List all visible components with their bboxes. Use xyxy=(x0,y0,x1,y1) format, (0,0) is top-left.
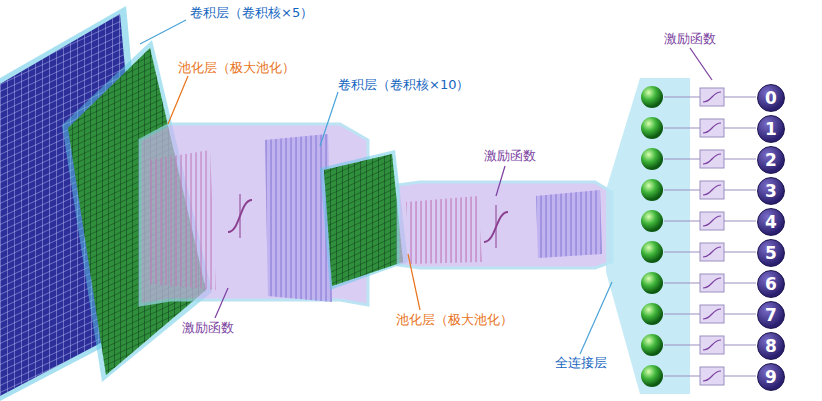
neuron xyxy=(641,241,663,263)
output-circle: 6 xyxy=(757,270,785,298)
activation-box xyxy=(700,243,724,261)
output-circle: 7 xyxy=(757,301,785,329)
neuron xyxy=(641,86,663,108)
sigmoid-symbol xyxy=(703,340,721,350)
activation-label: 激励函数 xyxy=(664,31,716,47)
neuron xyxy=(641,303,663,325)
sigmoid-symbol xyxy=(703,185,721,195)
activation-box xyxy=(700,181,724,199)
activation-box xyxy=(700,88,724,106)
sigmoid-symbol xyxy=(703,92,721,102)
output-digit: 4 xyxy=(765,212,777,232)
output-circle: 2 xyxy=(757,146,785,174)
layer-label: 池化层（极大池化） xyxy=(178,60,295,76)
activation-box xyxy=(700,150,724,168)
neuron xyxy=(641,272,663,294)
sigmoid-symbol xyxy=(703,371,721,381)
neuron xyxy=(641,117,663,139)
output-digit: 8 xyxy=(765,336,777,356)
output-circle: 1 xyxy=(757,115,785,143)
activation-box xyxy=(700,336,724,354)
output-circle: 3 xyxy=(757,177,785,205)
neuron xyxy=(641,334,663,356)
sigmoid-symbol xyxy=(703,309,721,319)
sigmoid-symbol xyxy=(703,154,721,164)
neuron xyxy=(641,148,663,170)
output-digit: 5 xyxy=(765,243,777,263)
activation-label: 激励函数 xyxy=(182,320,234,336)
output-digit: 7 xyxy=(765,305,777,325)
output-digit: 0 xyxy=(765,88,777,108)
sigmoid-symbol xyxy=(703,123,721,133)
neuron xyxy=(641,179,663,201)
sigmoid-symbol xyxy=(703,247,721,257)
activation-label: 激励函数 xyxy=(484,148,536,164)
neuron xyxy=(641,210,663,232)
output-digit: 2 xyxy=(765,150,777,170)
neuron xyxy=(641,365,663,387)
layer-label: 全连接层 xyxy=(555,355,607,371)
output-digit: 1 xyxy=(765,119,777,139)
layer-label: 池化层（极大池化） xyxy=(396,312,513,328)
activation-box xyxy=(700,367,724,385)
activation-box xyxy=(700,274,724,292)
sigmoid-symbol xyxy=(703,278,721,288)
output-digit: 9 xyxy=(765,367,777,387)
activation-box xyxy=(700,305,724,323)
output-circle: 4 xyxy=(757,208,785,236)
output-circle: 8 xyxy=(757,332,785,360)
activation-box xyxy=(700,212,724,230)
sigmoid-symbol xyxy=(703,216,721,226)
activation-box xyxy=(700,119,724,137)
output-digit: 3 xyxy=(765,181,777,201)
layer-label: 卷积层（卷积核×5） xyxy=(190,5,313,21)
output-circle: 5 xyxy=(757,239,785,267)
output-digit: 6 xyxy=(765,274,777,294)
layer-label: 卷积层（卷积核×10） xyxy=(338,77,469,93)
output-circle: 9 xyxy=(757,363,785,391)
output-circle: 0 xyxy=(757,84,785,112)
